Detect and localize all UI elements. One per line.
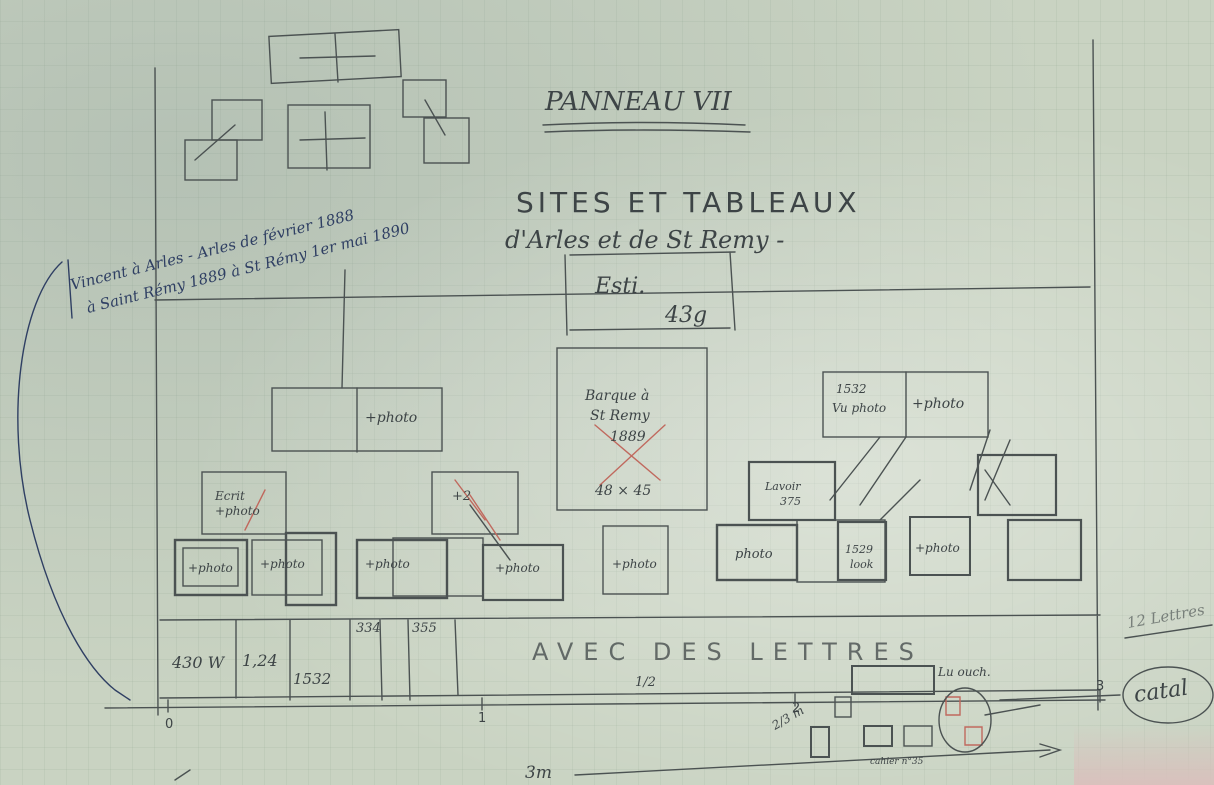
- upper-box-left-line-2: +photo: [215, 504, 260, 518]
- row-box-6-label: photo: [735, 547, 773, 562]
- barque-box-line-2: St Remy: [590, 408, 651, 424]
- row-box-1-label: +photo: [188, 561, 233, 575]
- bottom-cell-5: 355: [412, 621, 437, 636]
- row-box-2-label: +photo: [260, 557, 305, 571]
- panel-title: PANNEAU VII: [544, 87, 732, 117]
- estimate-label: Esti.: [594, 274, 645, 299]
- top-right-box-a-line-1: 1532: [836, 382, 867, 396]
- scale-label-1: 1: [478, 711, 486, 726]
- top-right-box-a-line-2: Vu photo: [832, 401, 886, 415]
- mini-layout-label: Lu ouch.: [937, 665, 991, 679]
- row-box-7-line-1: 1529: [845, 543, 873, 556]
- bottom-cell-4: 334: [356, 621, 381, 636]
- row-box-8-label: +photo: [915, 541, 960, 555]
- bottom-heading: AVEC DES LETTRES: [532, 638, 924, 666]
- panel-bottom-axis: [105, 700, 1105, 708]
- upper-box-left-line-1: Ecrit: [214, 489, 245, 503]
- section-heading: SITES ET TABLEAUX: [516, 186, 861, 219]
- scale-label-3: 3: [1096, 679, 1104, 694]
- mini-layout-side-label: 2/3 m: [769, 703, 807, 733]
- row-box-4-label: +photo: [495, 561, 540, 575]
- barque-box-size: 48 × 45: [594, 483, 651, 499]
- upper-box-mid-label: +2: [452, 489, 471, 504]
- length-label: 3m: [525, 763, 552, 783]
- fraction-label: 1/2: [635, 675, 656, 690]
- bottom-cell-1: 430 W: [171, 653, 226, 672]
- top-right-box-b-label: +photo: [912, 396, 964, 412]
- top-left-box-label: +photo: [365, 410, 417, 426]
- right-circle-note: catal: [1132, 676, 1189, 708]
- mini-layout-caption: cahier n°35: [870, 757, 924, 767]
- panel-frame: [155, 40, 1100, 715]
- barque-box-line-1: Barque à: [584, 388, 649, 404]
- bottom-cell-2: 1,24: [242, 651, 278, 670]
- row-box-3-label: +photo: [365, 557, 410, 571]
- section-subheading: d'Arles et de St Remy -: [505, 226, 784, 254]
- upper-box-right-line-1: Lavoir: [764, 480, 801, 493]
- bottom-cell-3: 1532: [293, 670, 331, 688]
- row-box-7-line-2: look: [850, 558, 874, 571]
- row-box-5-label: +photo: [612, 557, 657, 571]
- estimate-value: 43g: [664, 303, 707, 328]
- barque-box-line-3: 1889: [610, 429, 646, 445]
- scale-label-0: 0: [165, 717, 173, 732]
- upper-box-right-line-2: 375: [780, 495, 801, 508]
